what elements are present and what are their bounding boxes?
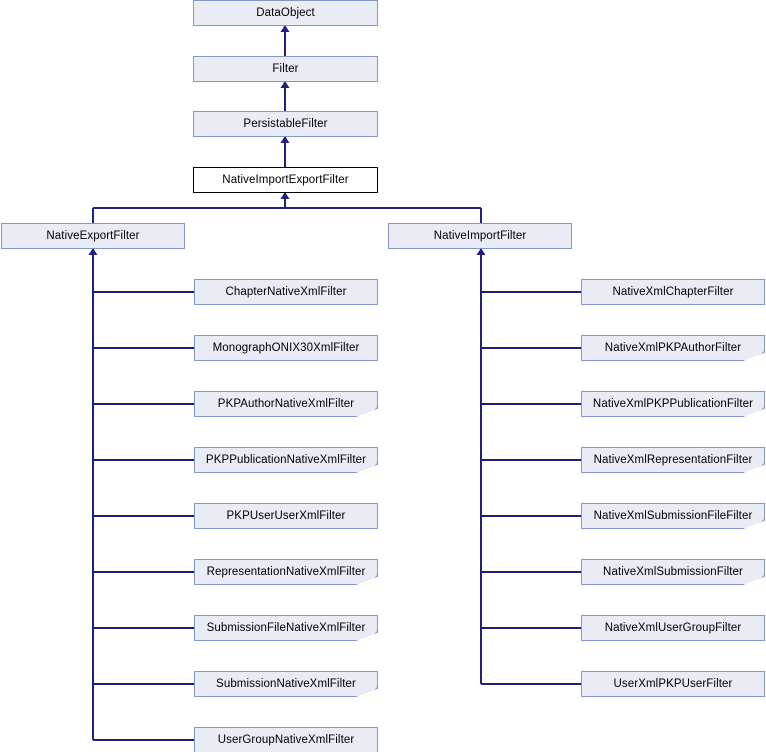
arrowhead-chain-2 xyxy=(280,136,290,143)
class-node-native-xml-user-group-filter[interactable]: NativeXmlUserGroupFilter xyxy=(581,615,765,641)
class-node-native-xml-chapter-filter[interactable]: NativeXmlChapterFilter xyxy=(581,279,765,305)
class-node-native-xml-pkp-publication-filter[interactable]: NativeXmlPKPPublicationFilter xyxy=(581,391,765,417)
class-node-label: SubmissionNativeXmlFilter xyxy=(216,678,356,690)
class-node-chapter-native-xml-filter[interactable]: ChapterNativeXmlFilter xyxy=(194,279,378,305)
class-node-native-import-export-filter[interactable]: NativeImportExportFilter xyxy=(193,167,378,193)
class-node-label: NativeXmlChapterFilter xyxy=(612,286,734,298)
class-node-label: NativeXmlPKPAuthorFilter xyxy=(604,342,742,354)
class-node-label: NativeXmlRepresentationFilter xyxy=(593,454,753,466)
class-node-pkp-author-native-xml-filter[interactable]: PKPAuthorNativeXmlFilter xyxy=(194,391,378,417)
class-node-label: PKPUserUserXmlFilter xyxy=(226,510,346,522)
class-node-native-xml-submission-file-filter[interactable]: NativeXmlSubmissionFileFilter xyxy=(581,503,765,529)
class-node-label: NativeExportFilter xyxy=(46,230,140,242)
arrowhead-chain-1 xyxy=(280,81,290,88)
class-node-label: DataObject xyxy=(256,7,315,19)
arrowhead-export-branch xyxy=(88,248,98,255)
class-node-user-xml-pkp-user-filter[interactable]: UserXmlPKPUserFilter xyxy=(581,671,765,697)
class-node-monograph-onix30-xml-filter[interactable]: MonographONIX30XmlFilter xyxy=(194,335,378,361)
class-node-submission-native-xml-filter[interactable]: SubmissionNativeXmlFilter xyxy=(194,671,378,697)
class-node-label: UserGroupNativeXmlFilter xyxy=(217,734,355,746)
class-node-label: NativeImportExportFilter xyxy=(222,174,349,186)
class-node-native-xml-pkp-author-filter[interactable]: NativeXmlPKPAuthorFilter xyxy=(581,335,765,361)
class-node-label: SubmissionFileNativeXmlFilter xyxy=(206,622,366,634)
class-node-label: PKPPublicationNativeXmlFilter xyxy=(205,454,367,466)
class-node-data-object[interactable]: DataObject xyxy=(193,0,378,26)
class-node-label: UserXmlPKPUserFilter xyxy=(613,678,733,690)
class-node-submission-file-native-xml-filter[interactable]: SubmissionFileNativeXmlFilter xyxy=(194,615,378,641)
class-node-label: NativeXmlSubmissionFileFilter xyxy=(593,510,753,522)
class-node-label: ChapterNativeXmlFilter xyxy=(225,286,347,298)
class-node-label: PersistableFilter xyxy=(243,118,328,130)
class-node-user-group-native-xml-filter[interactable]: UserGroupNativeXmlFilter xyxy=(194,727,378,752)
class-node-native-xml-submission-filter[interactable]: NativeXmlSubmissionFilter xyxy=(581,559,765,585)
class-node-pkp-user-user-xml-filter[interactable]: PKPUserUserXmlFilter xyxy=(194,503,378,529)
class-node-label: NativeImportFilter xyxy=(433,230,527,242)
class-node-label: MonographONIX30XmlFilter xyxy=(212,342,360,354)
class-node-filter[interactable]: Filter xyxy=(193,56,378,82)
class-node-native-import-filter[interactable]: NativeImportFilter xyxy=(388,223,572,249)
class-node-label: Filter xyxy=(272,63,299,75)
class-node-label: PKPAuthorNativeXmlFilter xyxy=(217,398,355,410)
class-node-native-export-filter[interactable]: NativeExportFilter xyxy=(1,223,185,249)
class-node-persistable-filter[interactable]: PersistableFilter xyxy=(193,111,378,137)
class-node-representation-native-xml-filter[interactable]: RepresentationNativeXmlFilter xyxy=(194,559,378,585)
class-node-pkp-publication-native-xml-filter[interactable]: PKPPublicationNativeXmlFilter xyxy=(194,447,378,473)
arrowhead-chain-3 xyxy=(280,192,290,199)
class-node-native-xml-representation-filter[interactable]: NativeXmlRepresentationFilter xyxy=(581,447,765,473)
class-node-label: NativeXmlPKPPublicationFilter xyxy=(592,398,754,410)
arrowhead-import-branch xyxy=(476,248,486,255)
class-node-label: NativeXmlSubmissionFilter xyxy=(603,566,743,578)
arrowhead-chain-0 xyxy=(280,25,290,32)
class-node-label: RepresentationNativeXmlFilter xyxy=(206,566,366,578)
class-node-label: NativeXmlUserGroupFilter xyxy=(604,622,742,634)
